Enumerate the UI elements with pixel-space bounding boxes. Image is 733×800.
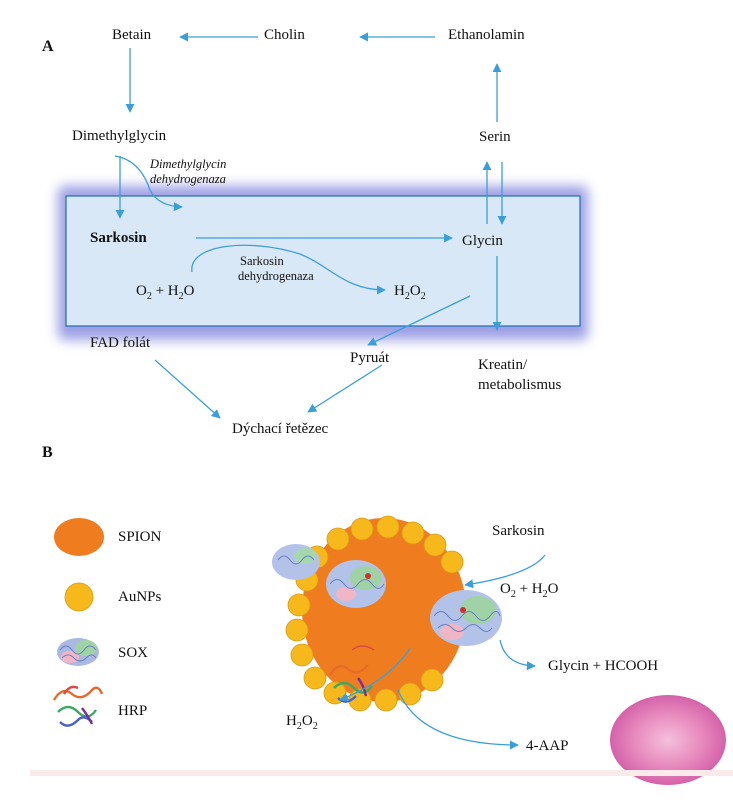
gold-nanoparticle-ring	[285, 515, 464, 712]
label-dmg-enzyme-1: Dimethylglycin	[150, 157, 227, 171]
label-kreatin-1: Kreatin/	[478, 357, 528, 373]
sox-enzyme-left	[272, 544, 320, 580]
panel-a-label: A	[42, 38, 54, 55]
label-b-sarkosin: Sarkosin	[492, 523, 545, 539]
arrow-hrp-aap	[397, 689, 519, 750]
label-b-o2-h2o: O2 + H2O	[500, 581, 559, 600]
arrow-glycin-pyruvat	[367, 295, 471, 346]
label-sox-enzyme-2: dehydrogenaza	[238, 269, 314, 283]
colored-product	[610, 695, 726, 785]
legend-hrp-icon	[52, 685, 104, 727]
label-betain: Betain	[112, 27, 152, 43]
bottom-strip	[30, 770, 733, 776]
label-cholin: Cholin	[264, 27, 305, 43]
legend-spion-icon	[54, 518, 104, 556]
legend-spion-label: SPION	[118, 529, 162, 545]
label-b-4aap: 4-AAP	[526, 738, 569, 754]
arrow-sarkosin-sox	[464, 554, 546, 589]
label-fad-folat: FAD folát	[90, 335, 151, 351]
arrow-sox-glycin	[499, 639, 536, 671]
label-kreatin-2: metabolismus	[478, 377, 562, 393]
arrow-sox-curve	[191, 244, 386, 295]
legend-hrp-label: HRP	[118, 703, 148, 719]
arrow-dmg-enzyme	[114, 155, 183, 212]
label-h2o2: H2O2	[394, 283, 426, 302]
arrow-sox-h2o2	[339, 647, 411, 702]
label-dmg-enzyme-2: dehydrogenaza	[150, 172, 226, 186]
panel-b-label: B	[42, 444, 53, 461]
label-serin: Serin	[479, 129, 511, 145]
sox-enzyme-right	[430, 590, 502, 646]
arrow-pyruvat-dychaci	[307, 364, 383, 413]
label-b-glycin-hcooh: Glycin + HCOOH	[548, 658, 659, 674]
legend-sox-label: SOX	[118, 645, 149, 661]
label-o2-h2o: O2 + H2O	[136, 283, 195, 302]
legend-gold-icon	[64, 582, 94, 612]
mitochondria-box	[65, 195, 581, 327]
arrow-fad-dychaci	[154, 359, 221, 419]
label-sarkosin: Sarkosin	[90, 230, 147, 246]
label-pyruvat: Pyruát	[350, 350, 390, 366]
label-ethanolamin: Ethanolamin	[448, 27, 525, 43]
legend-sox-icon	[57, 638, 99, 666]
label-sox-enzyme-1: Sarkosin	[240, 254, 284, 268]
label-b-h2o2: H2O2	[286, 713, 318, 732]
legend-aunps-label: AuNPs	[118, 589, 162, 605]
sox-enzyme-top	[326, 560, 386, 608]
label-dychaci: Dýchací řetězec	[232, 421, 329, 437]
label-glycin: Glycin	[462, 233, 503, 249]
label-dimethylglycin: Dimethylglycin	[72, 128, 167, 144]
hrp-enzyme-particle	[328, 645, 375, 703]
